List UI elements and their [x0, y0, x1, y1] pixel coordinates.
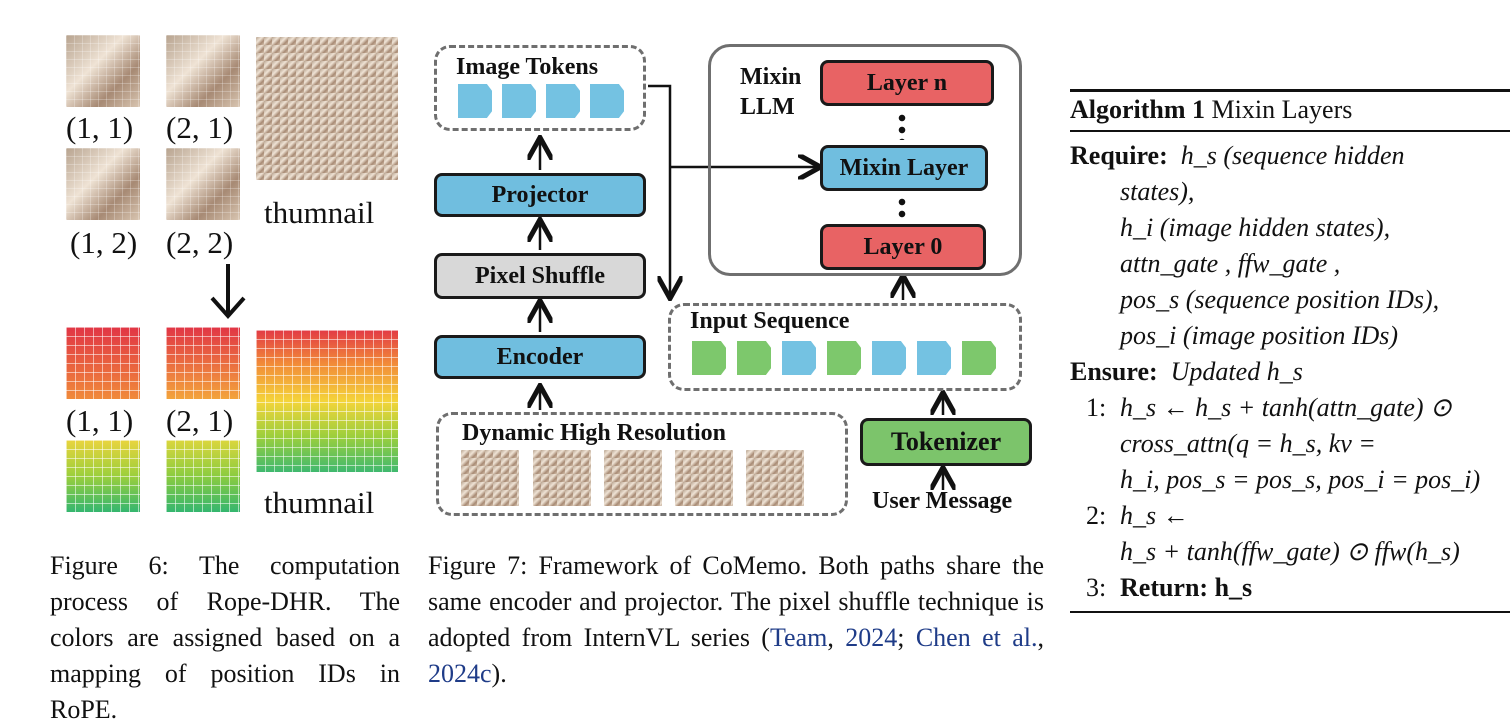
- step-1-line-1: h_s ← h_s + tanh(attn_gate) ⊙: [1120, 393, 1452, 422]
- require-text-4: pos_s (sequence position IDs),: [1120, 285, 1440, 314]
- require-text-5: pos_i (image position IDs): [1120, 321, 1399, 350]
- citation-team-link[interactable]: Team: [769, 623, 828, 652]
- down-arrow-icon: [210, 264, 246, 320]
- caption-end: ).: [491, 659, 507, 688]
- input-token: [917, 341, 951, 375]
- figure-7-caption: Figure 7: Framework of CoMemo. Both path…: [428, 551, 1044, 688]
- dhr-image: [533, 450, 591, 506]
- tokenizer-block: Tokenizer: [860, 418, 1032, 466]
- ensure-text: Updated h_s: [1170, 357, 1303, 386]
- input-sequence-group: [668, 303, 1022, 391]
- dhr-image: [675, 450, 733, 506]
- input-sequence-title: Input Sequence: [690, 308, 850, 334]
- dynamic-high-resolution-group: [436, 412, 848, 516]
- algorithm-bottom-rule: [1070, 611, 1510, 613]
- image-patch-2-1: [166, 35, 240, 107]
- ensure-keyword: Ensure:: [1070, 357, 1158, 386]
- require-text-2: h_i (image hidden states),: [1120, 213, 1391, 242]
- image-token: [590, 84, 624, 118]
- mixin-llm-title: Mixin LLM: [740, 64, 802, 120]
- input-token: [737, 341, 771, 375]
- require-text-0: h_s (sequence hidden: [1180, 141, 1405, 170]
- algorithm-number: Algorithm 1: [1070, 95, 1206, 124]
- heatmap-2-1: [166, 327, 240, 399]
- thumbnail-label: thumnail: [264, 195, 375, 230]
- layer-0-block: Layer 0: [820, 224, 986, 270]
- patch-label-2-1: (2, 1): [166, 110, 234, 145]
- heatmap-label-2-1: (2, 1): [166, 403, 234, 438]
- step-number: 2:: [1086, 501, 1107, 530]
- input-token: [782, 341, 816, 375]
- figure-6-caption: Figure 6: The computation process of Rop…: [50, 551, 400, 724]
- heatmap-1-2: [66, 440, 140, 512]
- thumbnail-image: [256, 37, 398, 180]
- dhr-image: [604, 450, 662, 506]
- mixin-layer-block: Mixin Layer: [820, 145, 988, 191]
- heatmap-2-2: [166, 440, 240, 512]
- algorithm-top-rule: [1070, 89, 1510, 92]
- step-number: 1:: [1086, 393, 1107, 422]
- image-token: [458, 84, 492, 118]
- step-1-line-2: cross_attn(q = h_s, kv =: [1120, 429, 1376, 458]
- user-message-label: User Message: [872, 488, 1013, 514]
- heatmap-label-1-1: (1, 1): [66, 403, 134, 438]
- image-token: [502, 84, 536, 118]
- input-token: [827, 341, 861, 375]
- step-number: 3:: [1086, 573, 1107, 602]
- pixel-shuffle-block: Pixel Shuffle: [434, 253, 646, 299]
- algorithm-name: Mixin Layers: [1211, 95, 1353, 124]
- ellipsis-icon: [898, 112, 906, 140]
- dynamic-high-resolution-title: Dynamic High Resolution: [462, 420, 727, 446]
- caption-text: Figure 7: Framework of CoMemo. Both path…: [428, 551, 1044, 652]
- image-tokens-group: [434, 45, 646, 131]
- projector-block: Projector: [434, 173, 646, 217]
- image-tokens-title: Image Tokens: [456, 54, 599, 80]
- patch-label-1-1: (1, 1): [66, 110, 134, 145]
- require-keyword: Require:: [1070, 141, 1168, 170]
- dhr-image: [461, 450, 519, 506]
- image-patch-1-2: [66, 148, 140, 220]
- image-patch-1-1: [66, 35, 140, 107]
- require-line: Require: h_s (sequence hidden: [1070, 138, 1405, 174]
- citation-chen-link[interactable]: Chen et al.: [915, 623, 1038, 652]
- citation-chen-year-link[interactable]: 2024c: [428, 659, 492, 688]
- layer-n-block: Layer n: [820, 60, 994, 106]
- encoder-block: Encoder: [434, 335, 646, 379]
- ellipsis-icon: [898, 196, 906, 222]
- step-2-line-1: h_s ←: [1120, 501, 1189, 530]
- patch-label-2-2: (2, 2): [166, 225, 234, 260]
- image-patch-2-2: [166, 148, 240, 220]
- heatmap-thumbnail: [256, 330, 398, 472]
- algorithm-mid-rule: [1070, 130, 1510, 132]
- image-token: [546, 84, 580, 118]
- algorithm-title: Algorithm 1 Mixin Layers: [1070, 92, 1352, 128]
- input-token: [692, 341, 726, 375]
- mixin-llm-group: [708, 44, 1022, 276]
- heatmap-1-1: [66, 327, 140, 399]
- patch-label-1-2: (1, 2): [70, 225, 138, 260]
- step-1-line-3: h_i, pos_s = pos_s, pos_i = pos_i): [1120, 465, 1481, 494]
- dhr-image: [746, 450, 804, 506]
- input-token: [872, 341, 906, 375]
- ensure-line: Ensure: Updated h_s: [1070, 354, 1303, 390]
- citation-team-year-link[interactable]: 2024: [845, 623, 898, 652]
- require-text-1: states),: [1120, 177, 1195, 206]
- step-2-line-2: h_s + tanh(ffw_gate) ⊙ ffw(h_s): [1120, 537, 1460, 566]
- require-text-3: attn_gate , ffw_gate ,: [1120, 249, 1341, 278]
- input-token: [962, 341, 996, 375]
- step-3-line-1: Return: h_s: [1120, 573, 1253, 602]
- heatmap-thumbnail-label: thumnail: [264, 485, 375, 520]
